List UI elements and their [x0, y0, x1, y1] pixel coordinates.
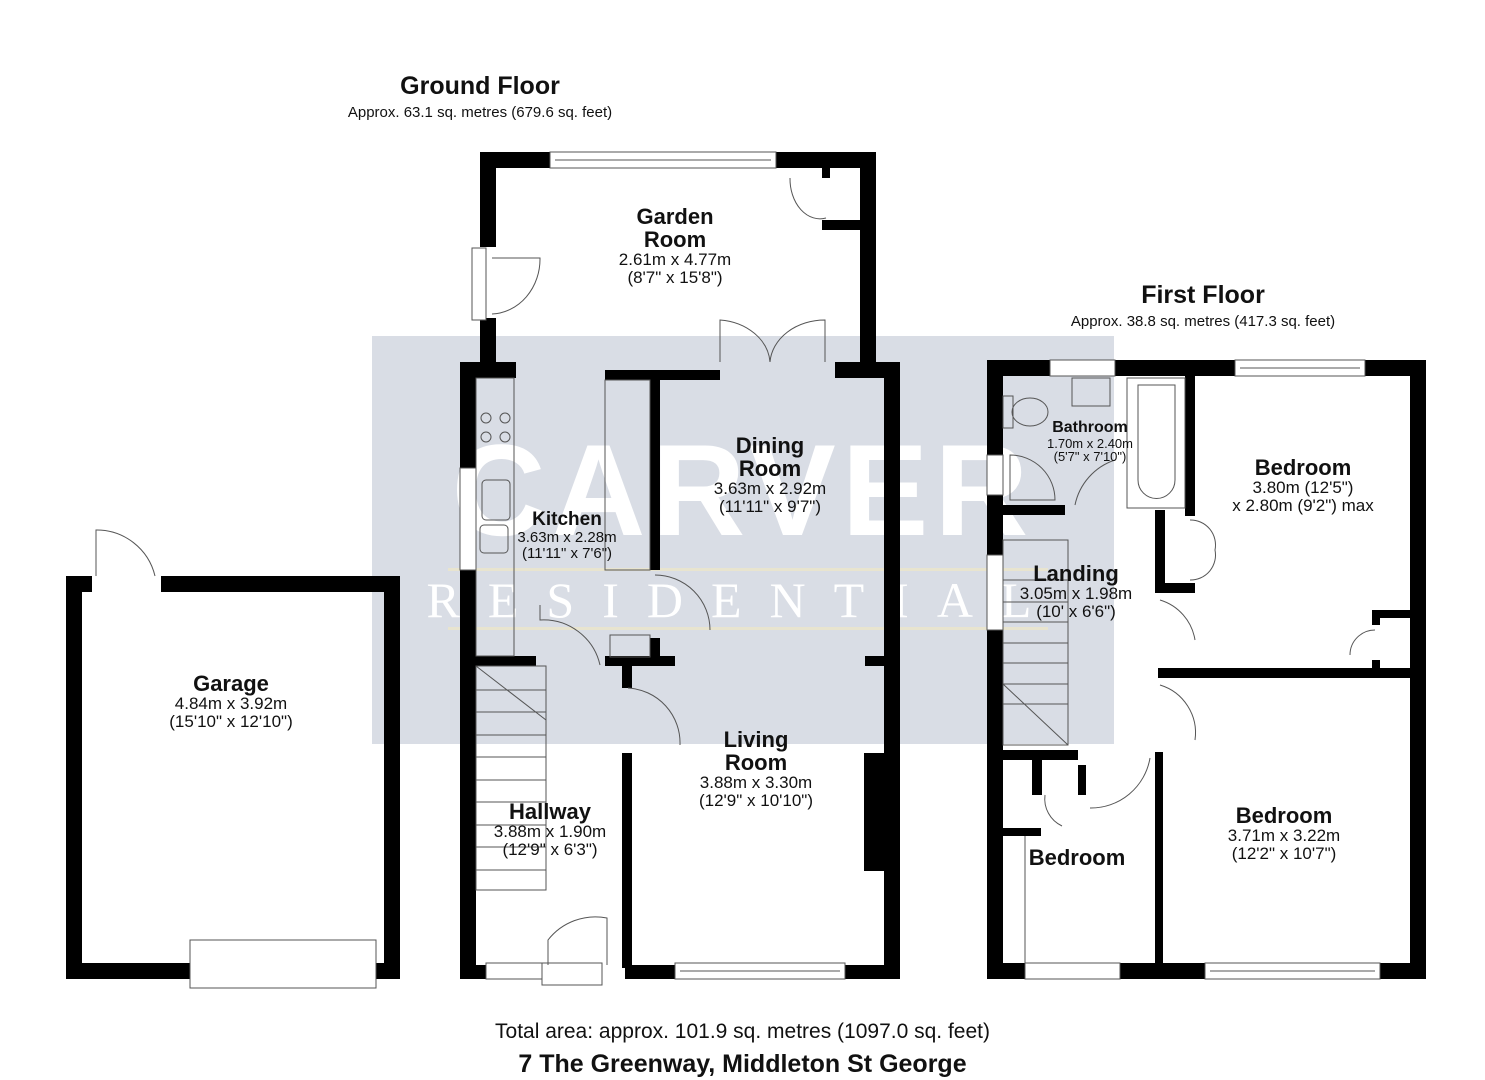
property-address: 7 The Greenway, Middleton St George	[518, 1050, 967, 1078]
room-bedroom-1: Bedroom 3.80m (12'5") x 2.80m (9'2") max	[1232, 455, 1374, 515]
watermark-rule-bottom	[448, 627, 1048, 630]
first-floor-title: First Floor	[1141, 281, 1265, 309]
room-dining-room: Dining Room 3.63m x 2.92m (11'11" x 9'7"…	[713, 433, 827, 517]
room-bedroom-3: Bedroom	[1028, 845, 1126, 870]
room-hallway: Hallway 3.88m x 1.90m (12'9" x 6'3")	[493, 799, 607, 859]
ground-floor-area: Approx. 63.1 sq. metres (679.6 sq. feet)	[347, 104, 613, 121]
watermark-residential: RESIDENTIAL	[426, 572, 1060, 628]
room-kitchen: Kitchen 3.63m x 2.28m (11'11" x 7'6")	[517, 509, 617, 562]
room-garden-room: Garden Room 2.61m x 4.77m (8'7" x 15'8")	[618, 204, 732, 288]
room-living-room: Living Room 3.88m x 3.30m (12'9" x 10'10…	[698, 727, 813, 811]
room-bedroom-2: Bedroom 3.71m x 3.22m (12'2" x 10'7")	[1227, 803, 1341, 863]
room-landing: Landing 3.05m x 1.98m (10' x 6'6")	[1019, 561, 1133, 621]
watermark-rule-top	[448, 568, 1048, 571]
first-floor-area: Approx. 38.8 sq. metres (417.3 sq. feet)	[1070, 313, 1336, 330]
room-bathroom: Bathroom 1.70m x 2.40m (5'7" x 7'10")	[1047, 419, 1133, 465]
room-garage: Garage 4.84m x 3.92m (15'10" x 12'10")	[169, 671, 293, 731]
total-area: Total area: approx. 101.9 sq. metres (10…	[495, 1020, 990, 1043]
watermark-carver: CARVER	[451, 417, 1035, 563]
ground-floor-title: Ground Floor	[400, 72, 560, 100]
